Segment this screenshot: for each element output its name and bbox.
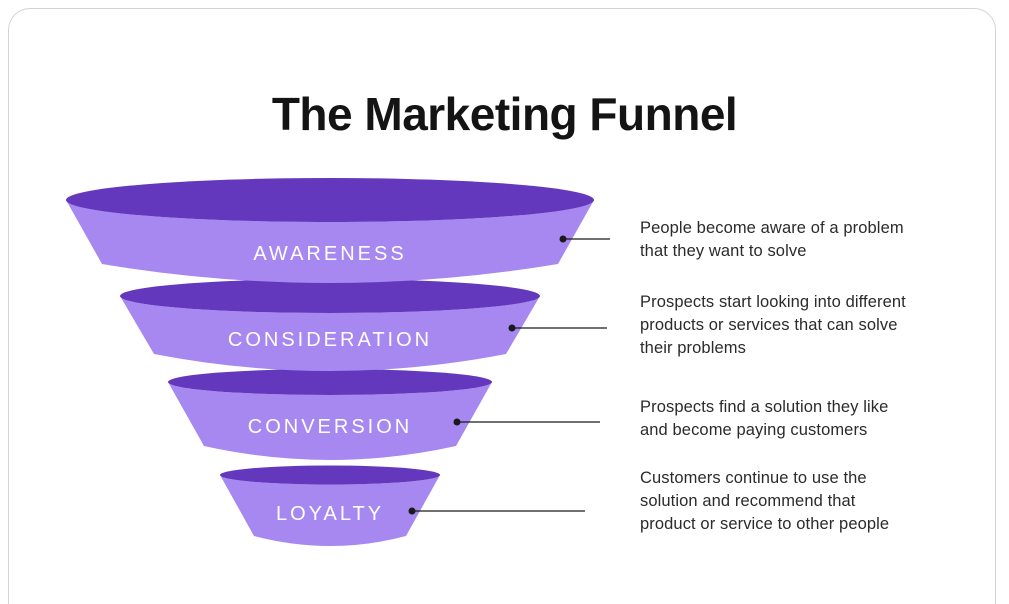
connector-dot-consideration [508, 324, 516, 332]
connector-consideration [508, 324, 607, 332]
connector-dot-awareness [559, 235, 567, 243]
stage-description-loyalty: Customers continue to use the solution a… [640, 469, 890, 533]
stage-label-consideration: CONSIDERATION [227, 329, 433, 351]
connector-awareness [559, 235, 610, 243]
funnel-stage-conversion-shape [168, 369, 492, 460]
stage-description-conversion: Prospects find a solution they like and … [640, 398, 889, 439]
connector-dot-loyalty [408, 507, 416, 515]
stage-label-loyalty: LOYALTY [275, 503, 385, 525]
stage-label-conversion: CONVERSION [247, 416, 413, 438]
page-title: The Marketing Funnel [271, 87, 738, 140]
funnel-stage-awareness-shape [66, 178, 594, 283]
connector-dot-conversion [453, 418, 461, 426]
funnel-stage-loyalty-shape [220, 465, 440, 546]
connector-loyalty [408, 507, 585, 515]
connector-conversion [453, 418, 600, 426]
stage-description-consideration: Prospects start looking into different p… [640, 293, 906, 357]
funnel-stage-consideration-shape [120, 279, 540, 371]
stage-description-awareness: People become aware of a problem that th… [640, 219, 904, 260]
stage-label-awareness: AWARENESS [253, 243, 407, 265]
